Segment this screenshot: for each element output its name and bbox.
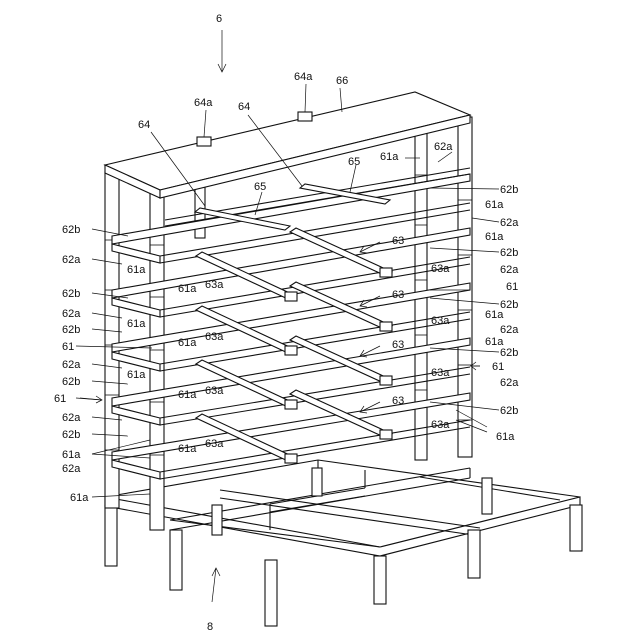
label-right-61a-2: 61a xyxy=(485,231,504,243)
label-64a-right: 64a xyxy=(294,71,313,83)
label-right-61a-3: 61a xyxy=(485,309,504,321)
label-left-61a-1: 61a xyxy=(127,264,146,276)
label-left-61-1: 61 xyxy=(62,341,74,353)
label-61a-center-1: 61a xyxy=(178,283,197,295)
label-66: 66 xyxy=(336,75,348,87)
label-left-62b-1: 62b xyxy=(62,224,80,236)
label-61a-center-3: 61a xyxy=(178,389,197,401)
label-63-1: 63 xyxy=(392,235,404,247)
label-left-62a-1: 62a xyxy=(62,254,81,266)
label-left-62b-3: 62b xyxy=(62,324,80,336)
label-65-left: 65 xyxy=(254,181,266,193)
label-63a-right-1: 63a xyxy=(431,263,450,275)
base-frame xyxy=(105,460,582,626)
label-63a-right-4: 63a xyxy=(431,419,450,431)
label-right-61-1: 61 xyxy=(506,281,518,293)
label-8: 8 xyxy=(207,621,213,633)
label-left-61a-2: 61a xyxy=(127,318,146,330)
label-left-62b-4: 62b xyxy=(62,376,80,388)
label-right-62b-5: 62b xyxy=(500,405,518,417)
label-63-2: 63 xyxy=(392,289,404,301)
label-6: 6 xyxy=(216,13,222,25)
label-left-62a-3: 62a xyxy=(62,359,81,371)
label-left-62a-5: 62a xyxy=(62,463,81,475)
label-63-4: 63 xyxy=(392,395,404,407)
label-left-62b-5: 62b xyxy=(62,429,80,441)
label-right-61a-5: 61a xyxy=(496,431,515,443)
label-63a-left-1: 63a xyxy=(205,279,224,291)
label-61a-top: 61a xyxy=(380,151,399,163)
label-right-61a-1: 61a xyxy=(485,199,504,211)
label-64-left: 64 xyxy=(138,119,150,131)
label-right-62a-2: 62a xyxy=(500,264,519,276)
label-left-61a-4: 61a xyxy=(62,449,81,461)
label-left-61a-3: 61a xyxy=(178,443,197,455)
label-63a-left-4: 63a xyxy=(205,438,224,450)
label-right-62b-2: 62b xyxy=(500,247,518,259)
label-left-62b-2: 62b xyxy=(62,288,80,300)
label-right-62b-4: 62b xyxy=(500,347,518,359)
label-left-62a-4: 62a xyxy=(62,412,81,424)
label-65-right: 65 xyxy=(348,156,360,168)
label-62a-top: 62a xyxy=(434,141,453,153)
label-right-62b-1: 62b xyxy=(500,184,518,196)
label-right-61-2: 61 xyxy=(492,361,504,373)
label-right-62a-1: 62a xyxy=(500,217,519,229)
label-63a-right-2: 63a xyxy=(431,315,450,327)
label-right-62a-3: 62a xyxy=(500,324,519,336)
label-64-right: 64 xyxy=(238,101,250,113)
label-left-62a-2: 62a xyxy=(62,308,81,320)
label-left-61-2: 61 xyxy=(54,393,66,405)
label-63a-left-3: 63a xyxy=(205,385,224,397)
label-left-61a-5: 61a xyxy=(70,492,89,504)
label-61a-center-2: 61a xyxy=(178,337,197,349)
label-right-62a-4: 62a xyxy=(500,377,519,389)
label-64a-left: 64a xyxy=(194,97,213,109)
label-63a-left-2: 63a xyxy=(205,331,224,343)
label-63-3: 63 xyxy=(392,339,404,351)
label-63a-right-3: 63a xyxy=(431,367,450,379)
label-61a-center-4: 61a xyxy=(127,369,146,381)
